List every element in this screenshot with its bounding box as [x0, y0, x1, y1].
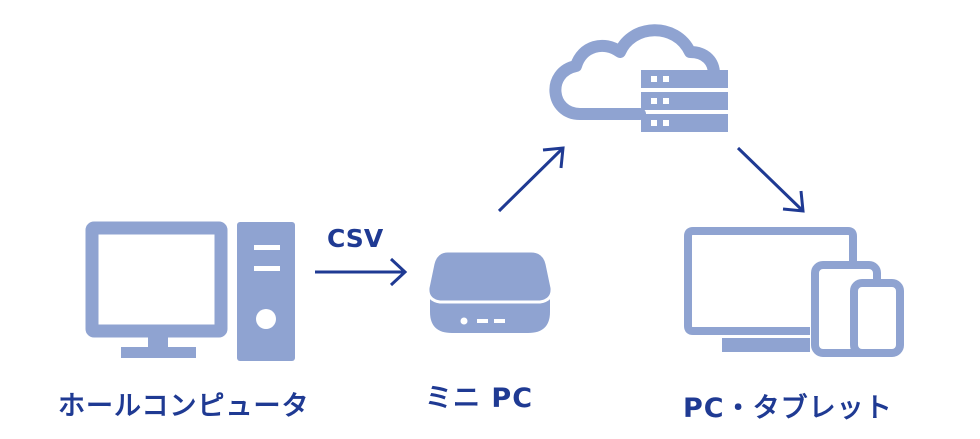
multi-device-icon — [684, 227, 904, 357]
desktop-computer-icon — [85, 221, 295, 361]
devices-label: PC・タブレット — [683, 393, 893, 424]
host-pc-label: ホールコンピュータ — [58, 391, 310, 422]
arrow-mini-to-cloud — [497, 146, 565, 213]
arrow-host-to-mini — [315, 257, 408, 287]
mini-pc-label: ミニ PC — [425, 383, 534, 414]
arrow-cloud-to-devices — [736, 146, 805, 213]
mini-pc-icon — [426, 249, 554, 333]
cloud-server-icon — [549, 24, 728, 132]
csv-edge-label: CSV — [327, 224, 384, 253]
